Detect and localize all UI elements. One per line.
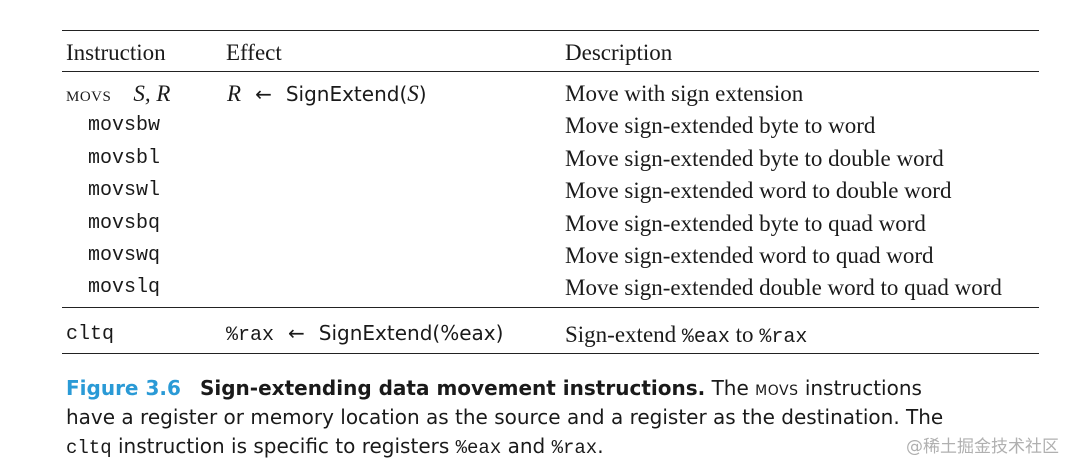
- cltq-desc-reg1: %eax: [681, 326, 730, 349]
- variant-description: Move sign-extended byte to double word: [565, 146, 944, 171]
- figure-label: Figure 3.6: [66, 376, 181, 400]
- caption-movs: movs: [755, 376, 799, 400]
- movs-effect-dest: R: [227, 81, 242, 106]
- bottom-rule: [62, 353, 1039, 354]
- variant-description: Move sign-extended word to double word: [565, 178, 952, 203]
- movs-effect-arg: S: [407, 81, 419, 106]
- cltq-description: Sign-extend %eax to %rax: [565, 323, 807, 348]
- caption-text: and: [501, 434, 552, 458]
- variant-description: Move sign-extended byte to word: [565, 113, 876, 138]
- left-arrow-icon: ←: [288, 321, 305, 345]
- header-instruction: Instruction: [66, 40, 166, 65]
- caption-text: The: [705, 376, 756, 400]
- cltq-desc-pre: Sign-extend: [565, 322, 682, 347]
- variant-instruction: movswq: [88, 244, 161, 267]
- variant-description: Move sign-extended double word to quad w…: [565, 275, 1002, 300]
- header-rule: [62, 71, 1039, 72]
- top-rule: [62, 30, 1039, 31]
- variant-description: Move sign-extended word to quad word: [565, 243, 934, 268]
- left-arrow-icon: ←: [255, 82, 272, 106]
- watermark: @稀土掘金技术社区: [906, 437, 1059, 457]
- cltq-effect-dest: %rax: [226, 324, 275, 347]
- section-rule: [62, 307, 1039, 308]
- movs-instruction: movs S, R: [66, 82, 170, 105]
- variant-instruction: movsbl: [88, 147, 161, 170]
- movs-effect-close: ): [418, 82, 427, 106]
- caption-text: instruction is specific to registers: [111, 434, 456, 458]
- variant-instruction: movswl: [88, 179, 161, 202]
- variant-description: Move sign-extended byte to quad word: [565, 211, 926, 236]
- variant-instruction: movslq: [88, 276, 161, 299]
- figure-caption: Figure 3.6 Sign-extending data movement …: [66, 374, 966, 463]
- movs-operands: S, R: [133, 81, 171, 106]
- caption-text: .: [597, 434, 604, 458]
- caption-cltq: cltq: [66, 437, 112, 459]
- cltq-desc-reg2: %rax: [759, 326, 808, 349]
- cltq-effect-fn: SignExtend(%eax): [318, 321, 504, 345]
- caption-eax: %eax: [455, 437, 502, 459]
- caption-rax: %rax: [551, 437, 598, 459]
- header-effect: Effect: [226, 40, 282, 65]
- movs-effect-fn: SignExtend(: [285, 82, 408, 106]
- movs-effect: R ← SignExtend(S): [227, 82, 427, 105]
- variant-instruction: movsbq: [88, 212, 161, 235]
- movs-description: Move with sign extension: [565, 81, 804, 106]
- caption-text: instructions have a register or memory l…: [66, 376, 944, 429]
- figure-title: Sign-extending data movement instruction…: [199, 376, 706, 400]
- header-description: Description: [565, 40, 673, 65]
- cltq-effect: %rax ← SignExtend(%eax): [226, 323, 503, 346]
- cltq-desc-mid: to: [729, 322, 760, 347]
- cltq-instruction: cltq: [66, 323, 115, 346]
- movs-mnemonic: movs: [66, 82, 112, 106]
- variant-instruction: movsbw: [88, 114, 161, 137]
